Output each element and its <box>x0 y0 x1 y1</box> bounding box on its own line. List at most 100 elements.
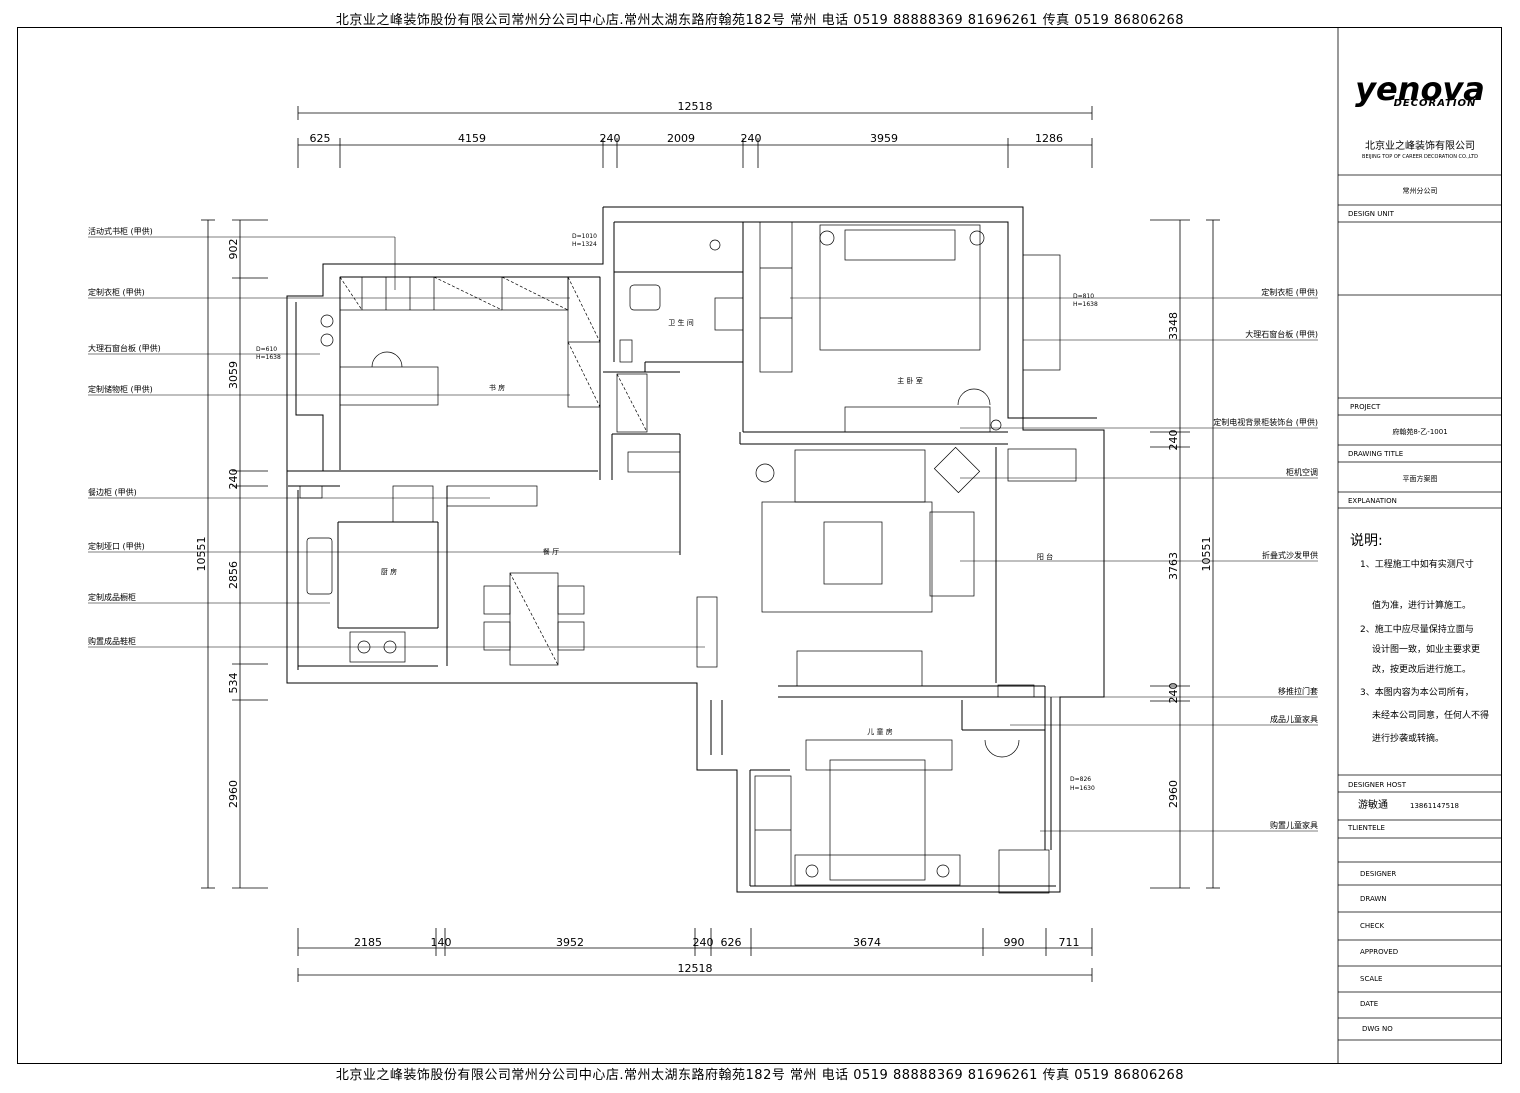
dimension-lines <box>201 106 1220 982</box>
dim-top-total: 12518 <box>678 100 713 113</box>
dim-left-seg: 902 <box>227 239 240 260</box>
note-line: 1、工程施工中如有实测尺寸 <box>1360 558 1474 570</box>
note-line: 值为准，进行计算施工。 <box>1372 599 1471 611</box>
dim-right-seg: 2960 <box>1167 780 1180 808</box>
window-tag-kids: D=826 <box>1070 776 1091 783</box>
annotation-right: 移推拉门套 <box>1278 686 1318 696</box>
annotation-left: 餐边柜 (甲供) <box>88 487 137 497</box>
kids-lamp <box>805 864 819 878</box>
kids-wardrobe <box>754 775 792 887</box>
air-conditioner <box>933 446 981 494</box>
fridge <box>392 485 434 523</box>
logo-text: yenova <box>1355 70 1485 108</box>
lamp <box>990 419 1002 431</box>
dim-bottom-seg: 240 <box>693 936 714 949</box>
window-tag-bath: D=1010 <box>572 233 597 240</box>
title-block <box>1337 28 1502 1063</box>
leader-lines <box>88 236 1318 832</box>
annotation-left: 定制衣柜 (甲供) <box>88 287 145 297</box>
annotation-left: 购置成品鞋柜 <box>88 636 136 646</box>
coffee-table <box>823 521 883 585</box>
marble-sill <box>1022 254 1061 371</box>
branch-name: 常州分公司 <box>1403 186 1438 195</box>
dim-top-seg: 2009 <box>667 132 695 145</box>
dim-top-seg: 240 <box>741 132 762 145</box>
window-tag-kids: H=1630 <box>1070 785 1095 792</box>
kids-chair <box>984 739 1020 758</box>
room-label-master-bedroom: 主 卧 室 <box>897 376 922 385</box>
annotation-left: 定制成品橱柜 <box>88 592 136 602</box>
title-block-text: yenova DECORATION 北京业之峰装饰有限公司 BEIJING TO… <box>1347 70 1489 1033</box>
kids-bedside <box>794 854 961 886</box>
annotation-right: 大理石窗台板 (甲供) <box>1245 329 1318 339</box>
dwg-no-label: DWG NO <box>1362 1025 1393 1033</box>
dim-right-total: 10551 <box>1200 537 1213 572</box>
dim-right-seg: 3763 <box>1167 552 1180 580</box>
sofa <box>794 449 926 503</box>
dim-top-seg: 625 <box>310 132 331 145</box>
note-line: 2、施工中应尽量保持立面与 <box>1360 623 1474 635</box>
shoe-cabinet <box>696 596 718 668</box>
dining-chair <box>557 621 585 651</box>
plant <box>320 333 334 347</box>
note-line: 未经本公司同意，任何人不得 <box>1372 709 1489 721</box>
dim-bottom-seg: 2185 <box>354 936 382 949</box>
annotation-right: 购置儿童家具 <box>1270 820 1318 830</box>
annotation-left: 定制储物柜 (甲供) <box>88 384 153 394</box>
master-wardrobe <box>759 221 793 373</box>
room-label-balcony: 阳 台 <box>1037 552 1053 561</box>
bedside-lamp-right <box>969 230 985 246</box>
annotation-right: 定制电视背景柜装饰台 (甲供) <box>1213 417 1318 427</box>
annotation-left: 大理石窗台板 (甲供) <box>88 343 161 353</box>
side-sofa <box>929 511 975 597</box>
tv-console-master <box>844 406 991 433</box>
window-tag-bath: H=1324 <box>572 241 597 248</box>
annotation-right: 定制衣柜 (甲供) <box>1261 287 1318 297</box>
designer-host-name: 游敏通 <box>1358 798 1388 811</box>
project-label: PROJECT <box>1350 403 1381 411</box>
dining-chair <box>483 621 511 651</box>
dining-chair <box>557 585 585 615</box>
dim-right-seg: 240 <box>1167 430 1180 451</box>
explanation-label: EXPLANATION <box>1348 497 1397 505</box>
drawing-title-label: DRAWING TITLE <box>1348 450 1403 458</box>
master-bed <box>819 224 981 351</box>
drawing-frame <box>17 27 1502 1064</box>
annotation-right: 柜机空调 <box>1286 467 1318 477</box>
window-tag-master: H=1638 <box>1073 301 1098 308</box>
dim-left-seg: 3059 <box>227 361 240 389</box>
dim-right-seg: 240 <box>1167 683 1180 704</box>
door-frame <box>997 684 1035 698</box>
clientele-label: TLIENTELE <box>1347 824 1385 832</box>
dim-bottom-seg: 140 <box>431 936 452 949</box>
tv-cabinet <box>796 650 923 687</box>
window-tag-study: H=1638 <box>256 354 281 361</box>
dim-left-seg: 2960 <box>227 780 240 808</box>
dim-top-seg: 1286 <box>1035 132 1063 145</box>
dim-top-seg: 4159 <box>458 132 486 145</box>
room-label-kitchen: 厨 房 <box>381 567 397 576</box>
dining-table <box>509 572 559 666</box>
company-name-en: BEIJING TOP OF CAREER DECORATION CO.,LTD <box>1362 154 1478 160</box>
dim-left-seg: 534 <box>227 673 240 694</box>
study-cabinet <box>339 276 569 311</box>
room-label-kids-room: 儿 童 房 <box>867 727 892 736</box>
bathroom-sink <box>629 284 661 311</box>
scale-label: SCALE <box>1360 975 1382 983</box>
date-label: DATE <box>1360 1000 1378 1008</box>
dim-right-seg: 3348 <box>1167 312 1180 340</box>
annotation-left: 定制垭口 (甲供) <box>88 541 145 551</box>
dim-top-seg: 3959 <box>870 132 898 145</box>
logo-subtitle: DECORATION <box>1394 98 1477 109</box>
window-tag-master: D=810 <box>1073 293 1094 300</box>
note-line: 3、本图内容为本公司所有， <box>1360 686 1474 698</box>
master-chair <box>957 388 991 406</box>
room-label-study: 书 房 <box>489 383 505 392</box>
rug <box>761 501 933 613</box>
annotation-left: 活动式书柜 (甲供) <box>88 226 153 236</box>
master-pillows <box>844 229 956 261</box>
note-line: 改，按更改后进行施工。 <box>1372 663 1471 675</box>
header-address-line: 北京业之峰装饰股份有限公司常州分公司中心店.常州太湖东路府翰苑182号 常州 电… <box>335 13 1185 28</box>
dim-bottom-seg: 626 <box>721 936 742 949</box>
annotation-right: 折叠式沙发甲供 <box>1262 550 1318 560</box>
